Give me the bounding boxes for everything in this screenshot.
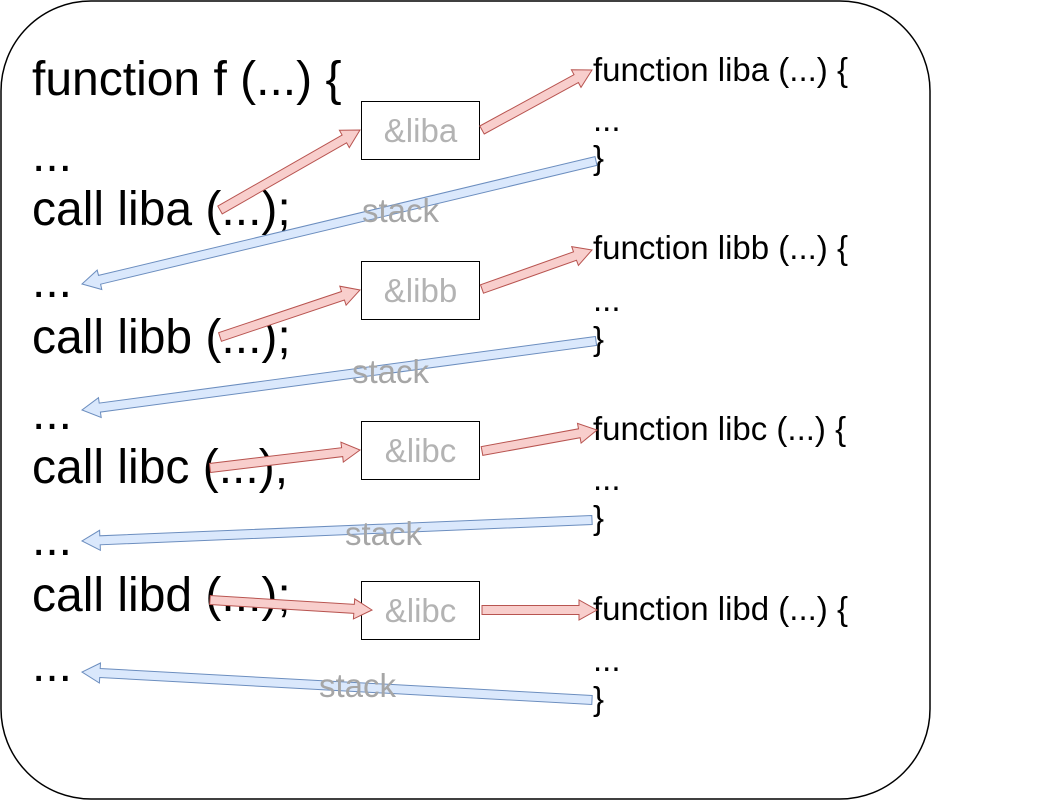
stack-label: stack xyxy=(345,515,423,552)
caller-line-call-libb: call libb (...); xyxy=(32,311,291,364)
caller-line-ellipsis: ... xyxy=(32,513,73,566)
return-arrow-libc xyxy=(80,514,593,552)
libb-body: ... xyxy=(593,281,621,318)
call-arrow-pointer-to-libc xyxy=(480,422,599,456)
libb-close-brace: } xyxy=(593,320,605,357)
caller-line-ellipsis: ... xyxy=(32,387,73,440)
return-arrow-libd xyxy=(80,662,593,706)
caller-line-ellipsis: ... xyxy=(32,255,73,308)
pointer-label: &libc xyxy=(384,591,457,629)
liba-body: ... xyxy=(593,101,621,138)
call-arrow-libb-to-pointer xyxy=(217,285,361,342)
return-arrow-liba xyxy=(80,155,598,291)
call-arrow-libd-to-pointer xyxy=(209,594,374,620)
liba-signature: function liba (...) { xyxy=(593,51,848,88)
stack-label: stack xyxy=(319,667,397,704)
pointer-box-liba: &liba xyxy=(361,101,480,160)
libc-close-brace: } xyxy=(593,499,605,536)
call-arrow-liba-to-pointer xyxy=(217,129,361,215)
caller-line-signature: function f (...) { xyxy=(32,53,342,106)
call-arrow-pointer-to-liba xyxy=(479,69,593,135)
pointer-box-libc: &libc xyxy=(361,421,480,480)
libc-body: ... xyxy=(593,460,621,497)
pointer-label: &libb xyxy=(383,271,458,309)
libd-close-brace: } xyxy=(593,680,605,717)
caller-line-call-libd: call libd (...); xyxy=(32,569,291,622)
pointer-label: &libc xyxy=(384,431,457,469)
libd-body: ... xyxy=(593,641,621,678)
call-arrow-pointer-to-libd xyxy=(481,599,599,621)
pointer-label: &liba xyxy=(383,111,458,149)
stack-label: stack xyxy=(362,192,440,229)
caller-line-ellipsis: ... xyxy=(32,129,73,182)
stack-label: stack xyxy=(352,353,430,390)
libd-signature: function libd (...) { xyxy=(593,590,848,627)
return-arrow-libb xyxy=(80,335,598,419)
pointer-box-libd: &libc xyxy=(361,581,480,640)
call-arrow-libc-to-pointer xyxy=(208,441,362,474)
caller-line-ellipsis: ... xyxy=(32,639,73,692)
libc-signature: function libc (...) { xyxy=(593,410,847,447)
liba-close-brace: } xyxy=(593,139,605,176)
call-arrow-pointer-to-libb xyxy=(479,245,593,294)
pointer-box-libb: &libb xyxy=(361,261,480,320)
libb-signature: function libb (...) { xyxy=(593,229,848,266)
